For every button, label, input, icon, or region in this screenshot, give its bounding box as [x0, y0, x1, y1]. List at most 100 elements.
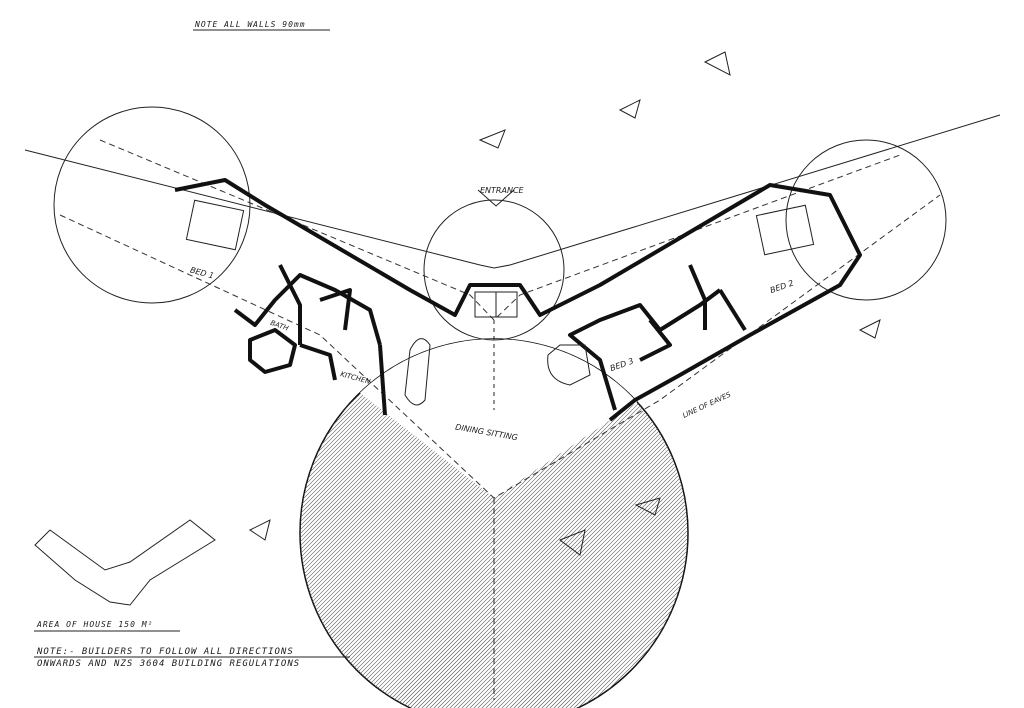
hatch-line: [395, 339, 688, 708]
hatch-line: [683, 339, 688, 708]
bed1-label: BED 1: [189, 266, 215, 281]
hatch-line: [503, 339, 688, 708]
hatch-line: [659, 339, 688, 708]
hatch-line: [555, 339, 688, 708]
hatch-line: [0, 330, 12, 708]
hatch-line: [403, 339, 688, 708]
bed2-label: BED 2: [769, 278, 795, 295]
entrance-circle: [423, 199, 565, 341]
entrance-label: ENTRANCE: [480, 186, 525, 195]
hatch-line: [371, 339, 688, 708]
hatch-line: [663, 339, 688, 708]
hatch-line: [523, 339, 688, 708]
builders-note-line2: ONWARDS AND NZS 3604 BUILDING REGULATION…: [37, 659, 300, 669]
hatch-line: [547, 339, 688, 708]
hatch-line: [511, 339, 688, 708]
hatch-line: [415, 339, 688, 708]
hatch-line: [507, 339, 688, 708]
hatch-line: [379, 339, 688, 708]
hatch-line: [0, 330, 40, 708]
hatch-line: [643, 339, 688, 708]
hatch-line: [0, 330, 16, 708]
hatch-line: [535, 339, 688, 708]
hatch-line: [427, 339, 688, 708]
hatch-line: [300, 339, 429, 708]
hatch-line: [667, 339, 688, 708]
line-of-eaves-label: LINE OF EAVES: [681, 390, 732, 420]
hatch-line: [651, 339, 688, 708]
hatch-line: [419, 339, 688, 708]
hatch-line: [0, 330, 24, 708]
hatch-line: [675, 339, 688, 708]
hatch-line: [499, 339, 688, 708]
hatch-line: [631, 339, 688, 708]
interior-walls: [278, 264, 747, 381]
hatch-line: [407, 339, 688, 708]
kitchen-label: KITCHEN: [339, 370, 372, 386]
hatch-line: [0, 330, 8, 708]
hatch-line: [431, 339, 688, 708]
hatch-line: [647, 339, 688, 708]
hatch-line: [559, 339, 688, 708]
bed3-label: BED 3: [609, 356, 635, 373]
kitchen-bench: [404, 338, 431, 406]
section-markers: [249, 51, 881, 556]
hatch-line: [567, 339, 688, 708]
bed1-furniture: [185, 199, 245, 251]
hatch-line: [655, 339, 688, 708]
bed2-furniture: [755, 204, 815, 256]
hatch-line: [391, 339, 688, 708]
header-note: NOTE ALL WALLS 90mm: [194, 20, 306, 29]
hatch-line: [519, 339, 688, 708]
hatch-line: [471, 339, 688, 708]
east-deck-circle: [785, 139, 947, 301]
hatch-line: [671, 339, 688, 708]
hatch-line: [0, 330, 28, 708]
hatch-line: [459, 339, 688, 708]
hatch-line: [0, 330, 20, 708]
hatch-line: [387, 339, 688, 708]
hatch-line: [687, 339, 688, 708]
hatch-line: [423, 339, 688, 708]
hatch-line: [539, 339, 688, 708]
hatch-line: [411, 339, 688, 708]
hatch-line: [375, 339, 688, 708]
hatch-line: [0, 330, 36, 708]
hatch-line: [531, 339, 688, 708]
hatch-line: [639, 339, 688, 708]
west-deck-circle: [53, 106, 251, 304]
hatch-line: [467, 339, 688, 708]
area-note: AREA OF HOUSE 150 M²: [36, 620, 153, 629]
hatch-line: [447, 339, 688, 708]
hatch-line: [696, 330, 1024, 708]
builders-note-line1: NOTE:- BUILDERS TO FOLLOW ALL DIRECTIONS: [36, 647, 294, 657]
hatch-line: [479, 339, 688, 708]
bath-bay: [248, 328, 297, 374]
hatch-line: [355, 339, 688, 708]
hatch-line: [359, 339, 688, 708]
hatch-line: [679, 339, 688, 708]
hatch-line: [363, 339, 688, 708]
hatch-line: [367, 339, 688, 708]
hatch-line: [451, 339, 688, 708]
bed3-bay: [547, 344, 591, 386]
hatch-line: [635, 339, 688, 708]
hatch-line: [515, 339, 688, 708]
hatch-line: [543, 339, 688, 708]
hatch-line: [495, 339, 688, 708]
hatch-line: [463, 339, 688, 708]
hatch-line: [491, 339, 688, 708]
hatch-line: [443, 339, 688, 708]
hatch-line: [0, 330, 32, 708]
hatch-line: [399, 339, 688, 708]
hatch-line: [692, 330, 1024, 708]
entrance-porch: [474, 189, 518, 318]
hatch-line: [300, 339, 425, 708]
hatch-line: [0, 330, 4, 708]
hatch-line: [527, 339, 688, 708]
hatch-line: [563, 339, 688, 708]
hatch-line: [455, 339, 688, 708]
hatch-line: [487, 339, 688, 708]
